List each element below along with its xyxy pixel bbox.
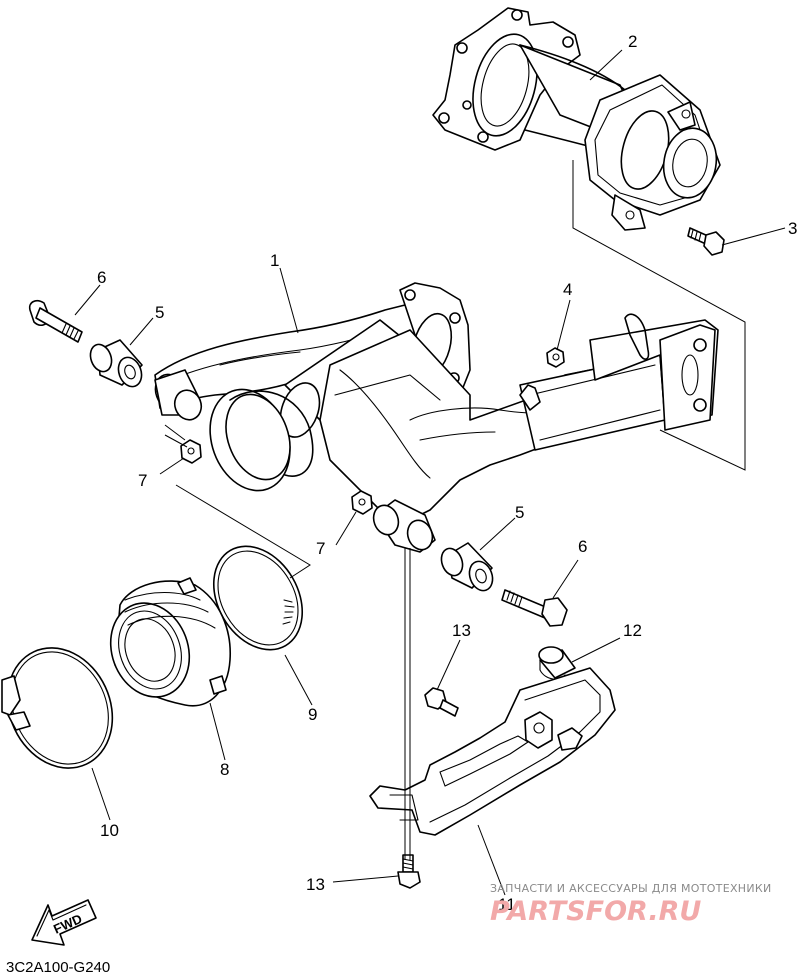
leader-lines bbox=[74, 49, 786, 896]
callout-7-right: 7 bbox=[316, 539, 325, 558]
part-1-swingarm[interactable] bbox=[151, 282, 719, 553]
callout-5-lower: 5 bbox=[515, 503, 524, 522]
part-6-bolt-lower[interactable] bbox=[501, 589, 568, 627]
callout-5-upper: 5 bbox=[155, 303, 164, 322]
part-4-nut[interactable] bbox=[546, 347, 565, 368]
callout-12: 12 bbox=[623, 621, 642, 640]
part-5-collar-upper[interactable] bbox=[87, 339, 146, 390]
part-3-bolt[interactable] bbox=[687, 227, 725, 256]
assembly-guide-lines bbox=[164, 160, 746, 860]
part-2-axle-housing[interactable] bbox=[432, 7, 722, 231]
callout-8: 8 bbox=[220, 760, 229, 779]
watermark: ЗАПЧАСТИ И АКСЕССУАРЫ ДЛЯ МОТОТЕХНИКИ PA… bbox=[490, 882, 772, 927]
part-13-bolt-upper[interactable] bbox=[424, 687, 459, 717]
callout-9: 9 bbox=[308, 705, 317, 724]
part-8-boot[interactable] bbox=[98, 577, 231, 708]
callout-7-left: 7 bbox=[138, 471, 147, 490]
part-6-bolt-upper[interactable] bbox=[28, 300, 83, 343]
callout-6-lower: 6 bbox=[578, 537, 587, 556]
watermark-tagline: ЗАПЧАСТИ И АКСЕССУАРЫ ДЛЯ МОТОТЕХНИКИ bbox=[490, 882, 772, 895]
part-12-damper[interactable] bbox=[538, 646, 576, 680]
part-11-guard[interactable] bbox=[369, 667, 616, 836]
fwd-arrow-icon: FWD bbox=[31, 899, 97, 946]
callout-1: 1 bbox=[270, 251, 279, 270]
callout-11: 11 bbox=[498, 895, 516, 914]
callout-3: 3 bbox=[788, 219, 797, 238]
callout-13-upper: 13 bbox=[452, 621, 471, 640]
callout-13-lower: 13 bbox=[306, 875, 325, 894]
callout-10: 10 bbox=[100, 821, 119, 840]
part-10-clamp[interactable] bbox=[0, 631, 132, 786]
part-13-bolt-lower[interactable] bbox=[397, 854, 421, 889]
callout-4: 4 bbox=[563, 280, 572, 299]
callout-6-upper: 6 bbox=[97, 268, 106, 287]
part-7-nut-left[interactable] bbox=[180, 439, 202, 464]
part-5-collar-lower[interactable] bbox=[438, 542, 497, 594]
diagram-code: 3C2A100-G240 bbox=[6, 959, 110, 976]
part-7-nut-right[interactable] bbox=[351, 490, 373, 515]
callout-2: 2 bbox=[628, 32, 637, 51]
callout-numbers: 1 2 3 4 5 6 7 7 5 6 8 9 10 11 12 13 13 bbox=[97, 32, 797, 914]
swingarm-seal-ring bbox=[209, 388, 314, 492]
watermark-logo: PARTSFOR.RU bbox=[490, 896, 701, 927]
